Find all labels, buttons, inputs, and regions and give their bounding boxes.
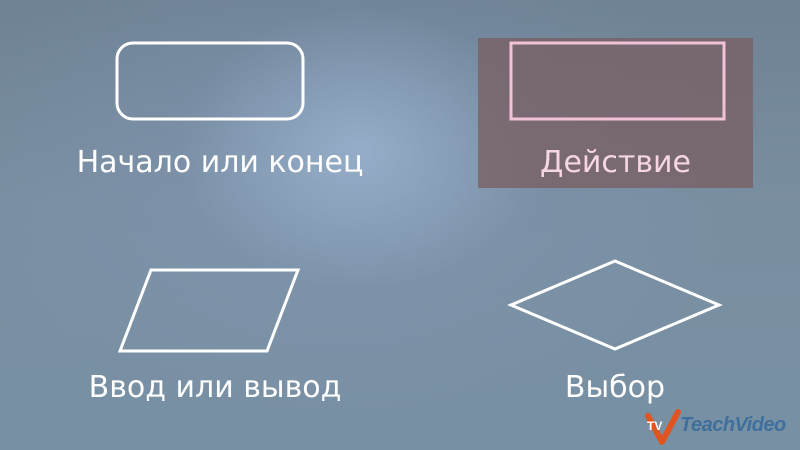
- input-output-label: Ввод или вывод: [88, 370, 342, 405]
- svg-text:TV: TV: [647, 419, 662, 433]
- logo-text: TeachVideo: [680, 414, 786, 436]
- terminator-label: Начало или конец: [76, 145, 364, 180]
- decision-label: Выбор: [564, 370, 666, 405]
- input-output-shape: [117, 268, 301, 353]
- action-highlight: [478, 38, 753, 188]
- process-label: Действие: [540, 145, 691, 180]
- tv-badge-icon: TV: [645, 409, 681, 445]
- decision-shape: [507, 259, 723, 351]
- terminator-shape: [115, 41, 305, 121]
- process-shape: [509, 41, 726, 121]
- teachvideo-logo: TV TeachVideo: [640, 404, 800, 450]
